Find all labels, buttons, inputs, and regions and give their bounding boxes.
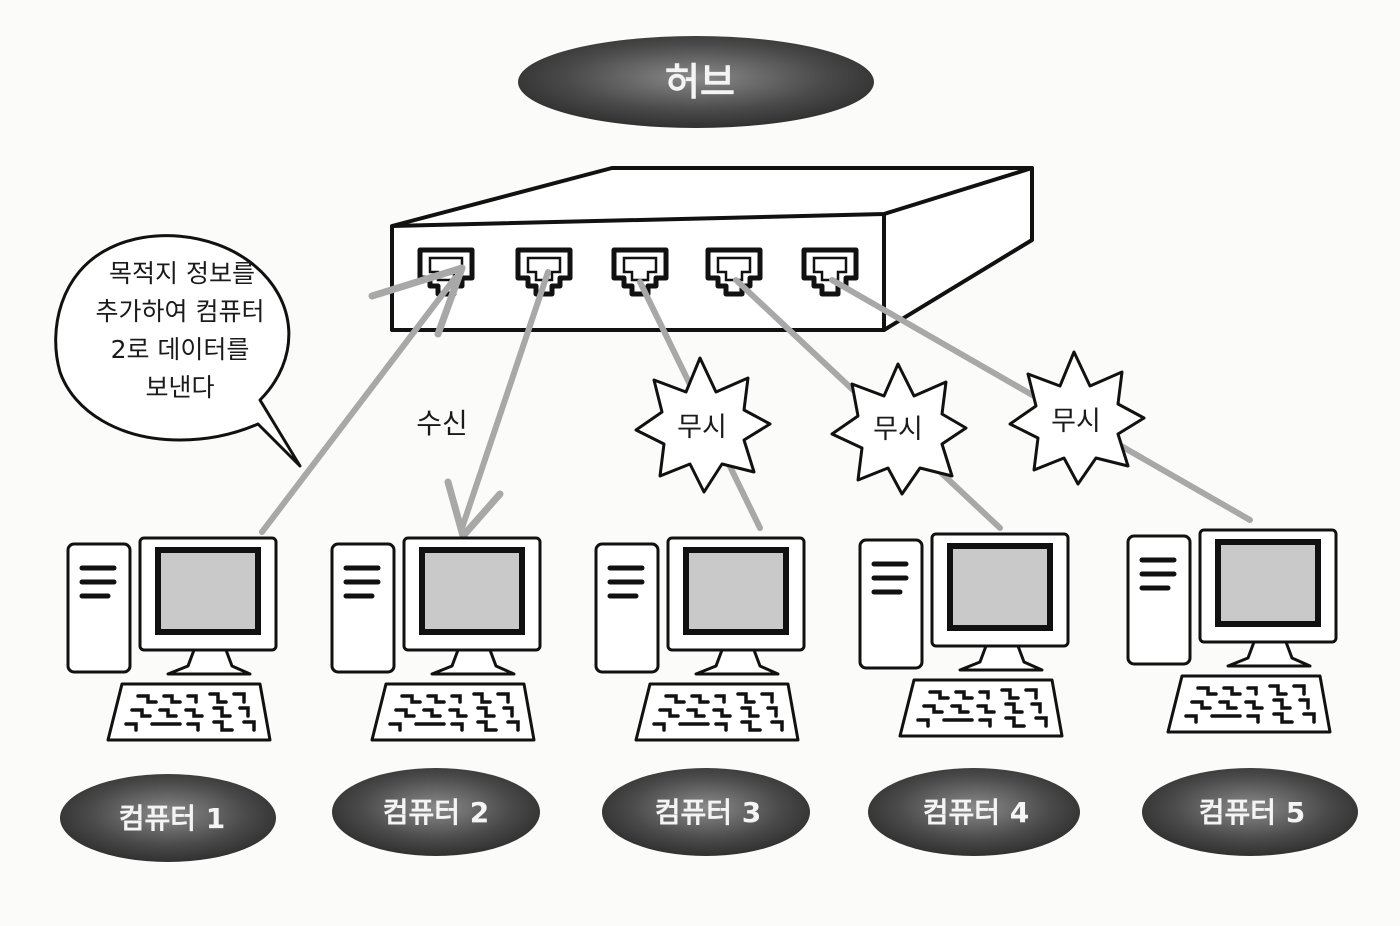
- ignore-burst-3: 무시: [1008, 350, 1146, 486]
- bubble-line-2: 추가하여 컴퓨터: [96, 297, 265, 326]
- computer-label-3-pill: 컴퓨터 3: [602, 768, 810, 856]
- send-arrowhead: [368, 264, 466, 338]
- receive-arrowhead: [444, 478, 504, 540]
- bubble-line-1: 목적지 정보를: [109, 259, 255, 288]
- ignore-label-1: 무시: [677, 412, 727, 443]
- computer-label-2: 컴퓨터 2: [383, 796, 490, 829]
- hub-title: 허브: [665, 60, 735, 104]
- computer-label-5: 컴퓨터 5: [1199, 796, 1306, 829]
- computer-1: [68, 538, 276, 740]
- bubble-line-4: 보낸다: [145, 373, 214, 402]
- computer-4: [860, 534, 1068, 736]
- cable-2: [459, 269, 551, 531]
- ignore-label-3: 무시: [1051, 406, 1101, 437]
- hub-device: [390, 166, 1034, 332]
- computer-label-2-pill: 컴퓨터 2: [332, 768, 540, 856]
- hub-title-pill: [518, 36, 874, 128]
- ignore-burst-1: 무시: [634, 356, 772, 494]
- computer-2: [332, 538, 540, 740]
- speech-bubble: 목적지 정보를 추가하여 컴퓨터 2로 데이터를 보낸다: [54, 234, 302, 468]
- computer-5: [1128, 530, 1336, 732]
- bubble-line-3: 2로 데이터를: [111, 335, 250, 364]
- computer-label-1: 컴퓨터 1: [119, 802, 226, 835]
- computer-label-3: 컴퓨터 3: [655, 796, 762, 829]
- receive-label: 수신: [416, 407, 468, 440]
- computer-label-1-pill: 컴퓨터 1: [60, 774, 276, 862]
- ignore-label-2: 무시: [873, 414, 923, 445]
- ignore-burst-2: 무시: [830, 362, 968, 496]
- computer-label-4: 컴퓨터 4: [923, 796, 1030, 829]
- computer-3: [596, 538, 804, 740]
- cable-1: [259, 275, 458, 535]
- computer-label-5-pill: 컴퓨터 5: [1142, 768, 1358, 856]
- computer-label-4-pill: 컴퓨터 4: [868, 768, 1080, 856]
